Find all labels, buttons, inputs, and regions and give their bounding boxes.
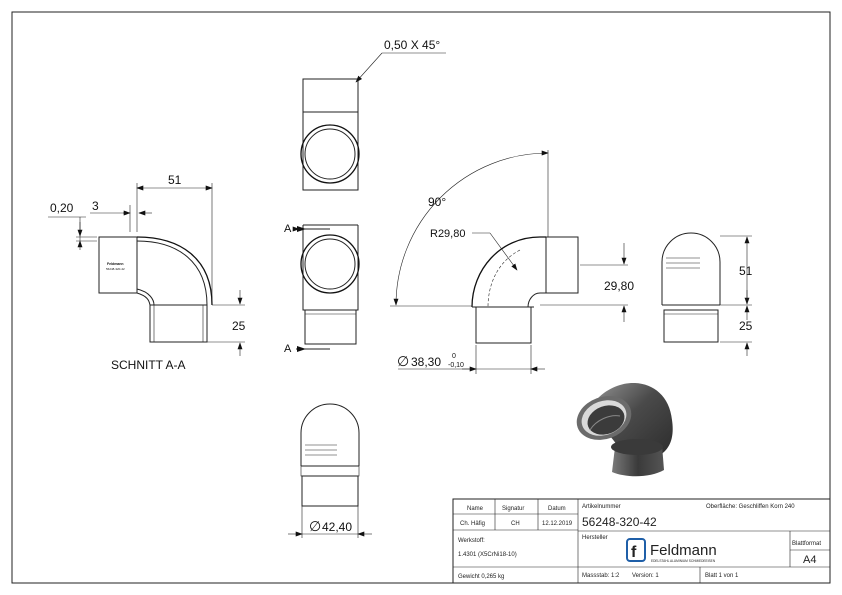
tb-row-datum: 12.12.2019 bbox=[542, 521, 573, 527]
tb-massstab: Massstab: 1:2 bbox=[582, 573, 620, 579]
tb-artikelnummer: 56248-320-42 bbox=[582, 515, 657, 529]
section-marker-top: A bbox=[284, 223, 292, 235]
section-marker-bottom: A bbox=[284, 343, 292, 355]
dim-diameter-42: 42,40 bbox=[322, 520, 352, 534]
elbow-side-view: 90° R29,80 29,80 ∅ 38,30 0 -0,10 bbox=[390, 150, 634, 374]
dim-25-right: 25 bbox=[739, 319, 753, 333]
diameter-symbol-42: ∅ bbox=[309, 518, 321, 534]
tb-gewicht: Gewicht 0,265 kg bbox=[458, 574, 504, 580]
dim-wall-0-20: 0,20 bbox=[50, 201, 74, 215]
part-marking-2: 56248-320-42 bbox=[106, 267, 125, 271]
tb-hersteller-label: Hersteller bbox=[582, 535, 608, 541]
tb-col-datum: Datum bbox=[548, 506, 566, 512]
elbow-3d-render bbox=[576, 382, 673, 477]
tb-blattformat-label: Blattformat bbox=[792, 541, 821, 547]
dim-tol-lower: -0,10 bbox=[448, 362, 464, 369]
bottom-view: ∅ 42,40 bbox=[288, 403, 372, 538]
dim-radius: R29,80 bbox=[430, 228, 465, 240]
tb-col-signatur: Signatur bbox=[502, 506, 524, 512]
logo-name: Feldmann bbox=[650, 542, 717, 559]
tb-version: Version: 1 bbox=[632, 573, 659, 579]
dim-tol-upper: 0 bbox=[452, 353, 456, 360]
section-a-a: Feldmann 56248-320-42 51 3 0,20 25 SCHNI… bbox=[48, 173, 246, 372]
dim-29-80: 29,80 bbox=[604, 279, 634, 293]
dim-51-right: 51 bbox=[739, 264, 753, 278]
tb-blatt: Blatt 1 von 1 bbox=[705, 573, 739, 579]
tb-artikelnummer-label: Artikelnummer bbox=[582, 504, 621, 510]
section-title: SCHNITT A-A bbox=[111, 358, 185, 372]
front-view: A A bbox=[284, 223, 360, 355]
top-view: 0,50 X 45° bbox=[300, 38, 446, 191]
sheet-border bbox=[11, 11, 831, 584]
chamfer-dimension: 0,50 X 45° bbox=[384, 38, 440, 52]
logo-mark bbox=[626, 538, 646, 562]
tb-werkstoff-label: Werkstoff: bbox=[458, 538, 485, 544]
diameter-symbol-38: ∅ bbox=[397, 353, 409, 369]
tb-werkstoff-value: 1.4301 (X5CrNi18-10) bbox=[458, 552, 517, 558]
title-block: Name Signatur Datum Ch. Häfig CH 12.12.2… bbox=[452, 498, 831, 584]
logo-letter: f bbox=[631, 544, 637, 561]
dim-offset-3: 3 bbox=[92, 199, 99, 213]
tb-row-name: Ch. Häfig bbox=[460, 521, 485, 527]
dim-25-left: 25 bbox=[232, 319, 246, 333]
part-marking-1: Feldmann bbox=[107, 262, 124, 266]
right-view: 51 25 bbox=[661, 232, 753, 356]
dim-angle-90: 90° bbox=[428, 195, 446, 209]
dim-51-top: 51 bbox=[168, 173, 182, 187]
tb-blattformat: A4 bbox=[803, 554, 816, 566]
logo-tagline: EDELSTAHL ALUMINIUM SCHMIEDEEISEN bbox=[651, 559, 716, 563]
dim-diameter-38: 38,30 bbox=[411, 355, 441, 369]
tb-col-name: Name bbox=[467, 506, 484, 512]
tb-oberflaeche: Oberfläche: Geschliffen Korn 240 bbox=[706, 504, 795, 510]
tb-row-signatur: CH bbox=[511, 521, 520, 527]
